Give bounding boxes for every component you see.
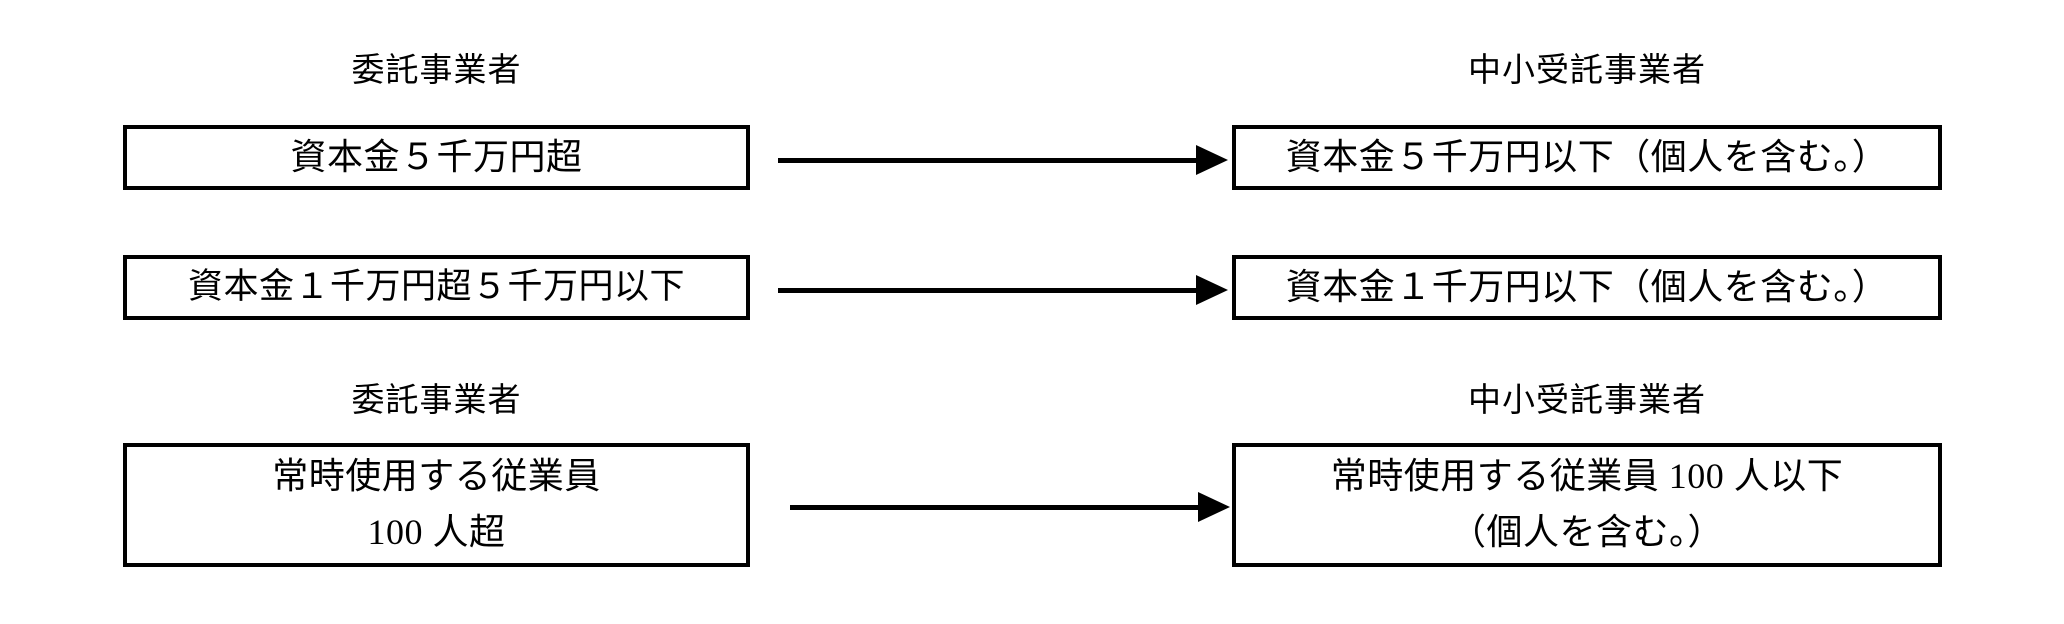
box-line: 資本金５千万円以下（個人を含む。） <box>1285 136 1889 177</box>
box-line: 資本金１千万円以下（個人を含む。） <box>1285 266 1889 307</box>
arrow-head-icon <box>1198 492 1230 522</box>
header-left-entrusting-top: 委託事業者 <box>351 53 522 89</box>
box-line: 常時使用する従業員 100 人以下 <box>1330 456 1844 497</box>
arrow-shaft <box>790 505 1200 510</box>
box-right-capital-50m-or-less: 資本金５千万円以下（個人を含む。） <box>1232 125 1942 190</box>
header-right-sme-top: 中小受託事業者 <box>1468 53 1706 89</box>
arrow-head-icon <box>1196 145 1228 175</box>
box-line: 資本金５千万円超 <box>290 136 583 177</box>
box-line: 100 人超 <box>367 512 506 552</box>
box-left-capital-over-50m: 資本金５千万円超 <box>123 125 750 190</box>
box-right-capital-10m-or-less: 資本金１千万円以下（個人を含む。） <box>1232 255 1942 320</box>
box-left-capital-10m-to-50m: 資本金１千万円超５千万円以下 <box>123 255 750 320</box>
box-right-employees-100-or-less: 常時使用する従業員 100 人以下 （個人を含む。） <box>1232 443 1942 567</box>
box-line: （個人を含む。） <box>1449 512 1724 552</box>
box-line: 常時使用する従業員 <box>272 456 601 497</box>
header-left-entrusting-bottom: 委託事業者 <box>351 383 522 419</box>
arrow-head-icon <box>1196 275 1228 305</box>
header-right-sme-bottom: 中小受託事業者 <box>1468 383 1706 419</box>
arrow-shaft <box>778 158 1198 163</box>
arrow-shaft <box>778 288 1198 293</box>
box-left-employees-over-100: 常時使用する従業員 100 人超 <box>123 443 750 567</box>
box-line: 資本金１千万円超５千万円以下 <box>187 267 685 307</box>
